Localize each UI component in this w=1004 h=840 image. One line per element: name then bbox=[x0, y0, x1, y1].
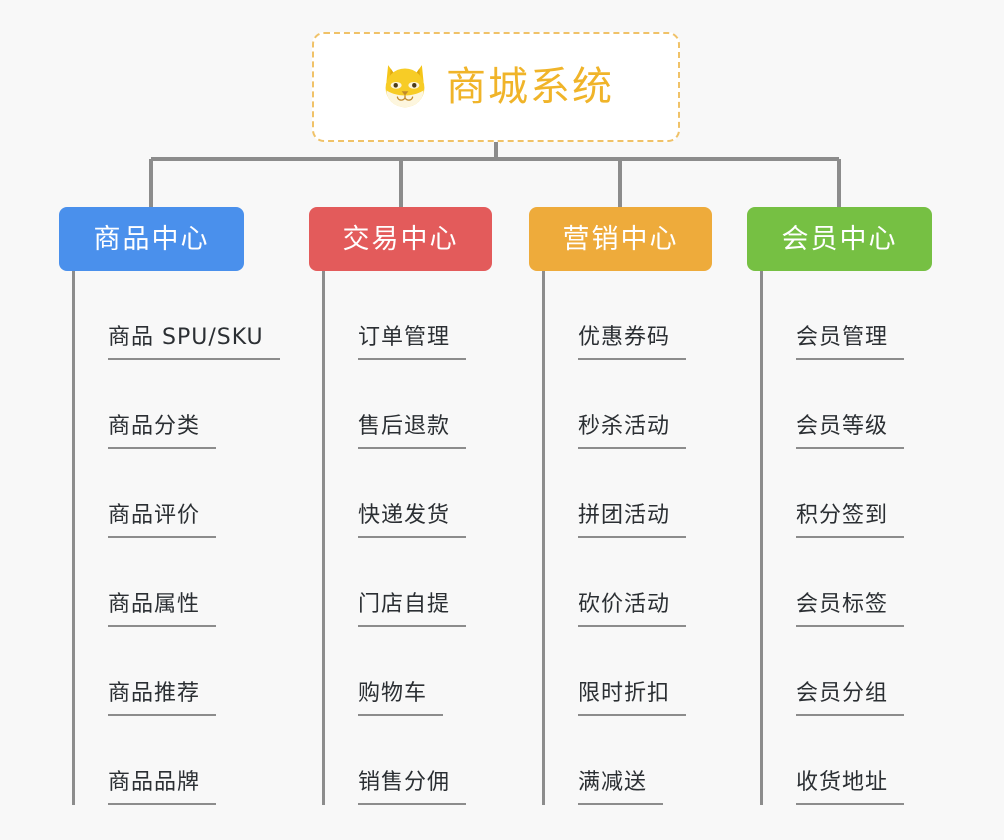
list-item[interactable]: 砍价活动 bbox=[545, 538, 729, 627]
category-column-trade: 交易中心 订单管理 售后退款 快递发货 门店自提 购物车 销售分佣 bbox=[309, 207, 509, 805]
list-item[interactable]: 商品 SPU/SKU bbox=[75, 271, 280, 360]
leaf-label: 商品分类 bbox=[108, 416, 217, 449]
list-item[interactable]: 会员管理 bbox=[763, 271, 947, 360]
root-title: 商城系统 bbox=[446, 64, 614, 110]
list-item[interactable]: 商品属性 bbox=[75, 538, 259, 627]
list-item[interactable]: 门店自提 bbox=[325, 538, 509, 627]
leaf-label: 秒杀活动 bbox=[578, 416, 687, 449]
category-column-product: 商品中心 商品 SPU/SKU 商品分类 商品评价 商品属性 商品推荐 商品品牌 bbox=[59, 207, 280, 805]
leaf-label: 商品属性 bbox=[108, 594, 217, 627]
leaf-label: 商品评价 bbox=[108, 505, 217, 538]
leaf-label: 快递发货 bbox=[358, 505, 467, 538]
list-item[interactable]: 商品评价 bbox=[75, 449, 259, 538]
category-header-label: 交易中心 bbox=[342, 223, 459, 255]
list-item[interactable]: 会员等级 bbox=[763, 360, 947, 449]
leaf-label: 砍价活动 bbox=[578, 594, 687, 627]
leaf-label: 售后退款 bbox=[358, 416, 467, 449]
leaf-label: 限时折扣 bbox=[578, 683, 687, 716]
leaf-label: 门店自提 bbox=[358, 594, 467, 627]
category-header-label: 会员中心 bbox=[781, 223, 898, 255]
category-column-marketing: 营销中心 优惠券码 秒杀活动 拼团活动 砍价活动 限时折扣 满减送 bbox=[529, 207, 729, 805]
category-column-member: 会员中心 会员管理 会员等级 积分签到 会员标签 会员分组 收货地址 bbox=[747, 207, 947, 805]
category-header-trade[interactable]: 交易中心 bbox=[309, 207, 492, 271]
list-item[interactable]: 满减送 bbox=[545, 716, 729, 805]
leaf-label: 订单管理 bbox=[358, 327, 467, 360]
leaf-label: 收货地址 bbox=[796, 772, 905, 805]
list-item[interactable]: 商品品牌 bbox=[75, 716, 259, 805]
list-item[interactable]: 拼团活动 bbox=[545, 449, 729, 538]
list-item[interactable]: 收货地址 bbox=[763, 716, 947, 805]
leaf-label: 满减送 bbox=[578, 772, 664, 805]
leaf-label: 商品 SPU/SKU bbox=[108, 327, 280, 360]
leaf-label: 商品品牌 bbox=[108, 772, 217, 805]
leaf-label: 优惠券码 bbox=[578, 327, 687, 360]
shiba-dog-emoji-icon bbox=[385, 65, 425, 108]
list-item[interactable]: 销售分佣 bbox=[325, 716, 509, 805]
list-item[interactable]: 积分签到 bbox=[763, 449, 947, 538]
category-header-member[interactable]: 会员中心 bbox=[747, 207, 932, 271]
leaf-label: 会员等级 bbox=[796, 416, 905, 449]
list-item[interactable]: 购物车 bbox=[325, 627, 509, 716]
list-item[interactable]: 会员标签 bbox=[763, 538, 947, 627]
list-item[interactable]: 会员分组 bbox=[763, 627, 947, 716]
list-item[interactable]: 秒杀活动 bbox=[545, 360, 729, 449]
leaf-label: 会员标签 bbox=[796, 594, 905, 627]
leaf-label: 商品推荐 bbox=[108, 683, 217, 716]
list-item[interactable]: 订单管理 bbox=[325, 271, 509, 360]
leaf-list-marketing: 优惠券码 秒杀活动 拼团活动 砍价活动 限时折扣 满减送 bbox=[542, 271, 729, 805]
list-item[interactable]: 限时折扣 bbox=[545, 627, 729, 716]
root-node[interactable]: 商城系统 bbox=[312, 32, 680, 142]
leaf-label: 购物车 bbox=[358, 683, 444, 716]
leaf-label: 会员管理 bbox=[796, 327, 905, 360]
category-header-label: 商品中心 bbox=[93, 223, 210, 255]
category-header-marketing[interactable]: 营销中心 bbox=[529, 207, 712, 271]
leaf-list-trade: 订单管理 售后退款 快递发货 门店自提 购物车 销售分佣 bbox=[322, 271, 509, 805]
leaf-label: 销售分佣 bbox=[358, 772, 467, 805]
list-item[interactable]: 快递发货 bbox=[325, 449, 509, 538]
leaf-list-product: 商品 SPU/SKU 商品分类 商品评价 商品属性 商品推荐 商品品牌 bbox=[72, 271, 280, 805]
list-item[interactable]: 商品分类 bbox=[75, 360, 259, 449]
list-item[interactable]: 商品推荐 bbox=[75, 627, 259, 716]
leaf-label: 积分签到 bbox=[796, 505, 905, 538]
leaf-label: 拼团活动 bbox=[578, 505, 687, 538]
list-item[interactable]: 售后退款 bbox=[325, 360, 509, 449]
leaf-label: 会员分组 bbox=[796, 683, 905, 716]
category-header-label: 营销中心 bbox=[562, 223, 679, 255]
leaf-list-member: 会员管理 会员等级 积分签到 会员标签 会员分组 收货地址 bbox=[760, 271, 947, 805]
category-header-product[interactable]: 商品中心 bbox=[59, 207, 244, 271]
list-item[interactable]: 优惠券码 bbox=[545, 271, 729, 360]
